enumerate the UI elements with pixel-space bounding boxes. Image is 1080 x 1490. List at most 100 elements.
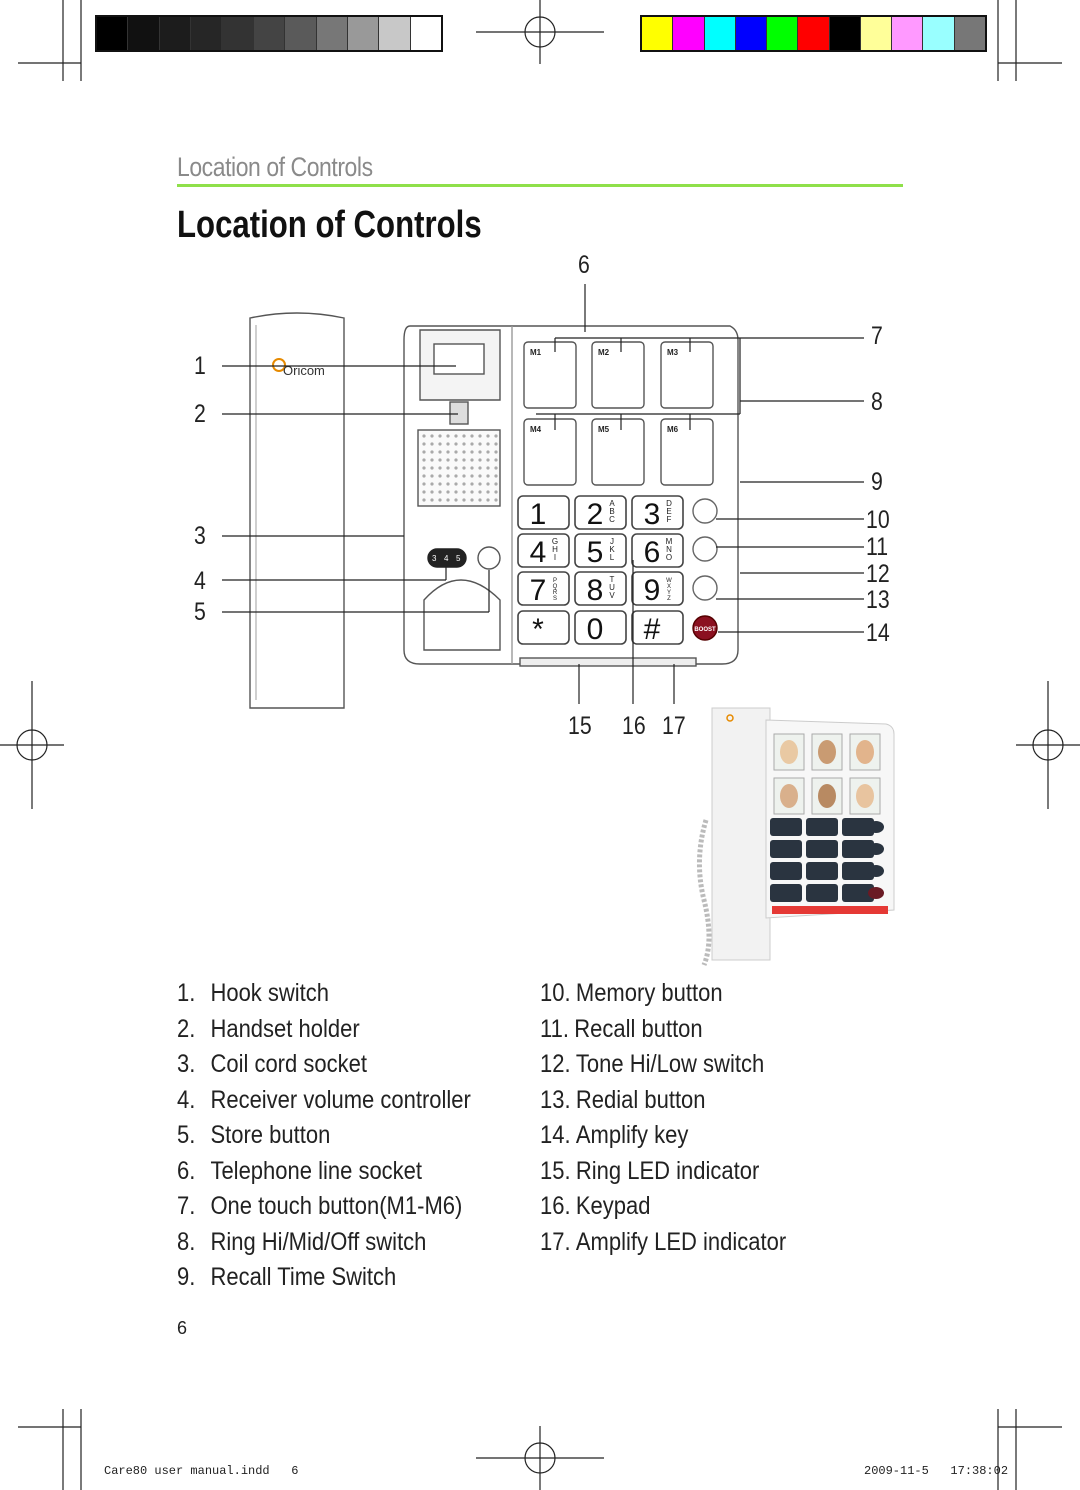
swatch bbox=[673, 17, 705, 50]
header-rule bbox=[177, 184, 903, 187]
memory-key-label: M6 bbox=[667, 425, 679, 434]
callout-7: 7 bbox=[871, 322, 883, 350]
memory-key-label: M4 bbox=[530, 425, 542, 434]
keypad-letter: C bbox=[609, 515, 615, 524]
legend-label: Recall button bbox=[574, 1014, 703, 1043]
memory-key-label: M2 bbox=[598, 348, 610, 357]
legend-label: Store button bbox=[210, 1121, 331, 1149]
keypad-letter: I bbox=[554, 553, 556, 562]
keypad-key bbox=[517, 571, 570, 606]
memory-key-m2 bbox=[591, 341, 645, 409]
keypad-key bbox=[517, 495, 570, 530]
volume-mark: 5 bbox=[456, 554, 461, 563]
legend-item: 5.Store button bbox=[177, 1118, 471, 1154]
keypad-digit: 7 bbox=[530, 574, 547, 607]
memory-key-m6 bbox=[660, 418, 714, 486]
memory-key-m4 bbox=[523, 418, 577, 486]
product-photo bbox=[697, 707, 895, 966]
keypad-letter: W bbox=[666, 578, 672, 584]
swatch bbox=[860, 17, 893, 50]
keypad-letter: S bbox=[553, 596, 557, 602]
legend-item: 9.Recall Time Switch bbox=[177, 1260, 471, 1296]
swatch bbox=[97, 17, 129, 50]
legend-item: 6.Telephone line socket bbox=[177, 1154, 471, 1190]
keypad-digit: 8 bbox=[587, 574, 604, 607]
swatch bbox=[159, 17, 192, 50]
memory-key-label: M5 bbox=[598, 425, 610, 434]
keypad-key bbox=[631, 610, 684, 645]
keypad-digit: * bbox=[532, 613, 544, 646]
page-title: Location of Controls bbox=[177, 204, 482, 246]
callout-17: 17 bbox=[662, 712, 686, 740]
keypad-key bbox=[631, 533, 684, 568]
legend-item: 3.Coil cord socket bbox=[177, 1047, 471, 1083]
callout-14: 14 bbox=[866, 619, 890, 647]
legend-item: 13.Redial button bbox=[540, 1083, 786, 1119]
legend-label: Memory button bbox=[575, 979, 723, 1007]
swatch bbox=[316, 17, 348, 50]
legend-label: Ring Hi/Mid/Off switch bbox=[210, 1227, 427, 1256]
legend-label: Tone Hi/Low switch bbox=[575, 1050, 765, 1078]
keypad-digit: 3 bbox=[644, 498, 661, 531]
legend-label: Redial button bbox=[575, 1085, 706, 1114]
handset bbox=[249, 312, 345, 709]
keypad-letter: F bbox=[667, 515, 672, 524]
legend-number: 8. bbox=[177, 1227, 196, 1256]
keypad-key bbox=[517, 533, 570, 568]
keypad-key bbox=[574, 610, 627, 645]
keypad-letter: K bbox=[609, 545, 615, 554]
legend-label: Keypad bbox=[575, 1192, 651, 1220]
keypad-letter: U bbox=[609, 583, 615, 592]
swatch bbox=[347, 17, 380, 50]
keypad-letter: T bbox=[610, 575, 615, 584]
swatch bbox=[829, 17, 861, 50]
keypad-letter: P bbox=[553, 578, 557, 584]
brand-logo: Oricom bbox=[283, 363, 325, 378]
legend-label: Recall Time Switch bbox=[210, 1263, 397, 1291]
legend-item: 16.Keypad bbox=[540, 1189, 786, 1225]
legend-label: Amplify LED indicator bbox=[575, 1227, 787, 1256]
legend-number: 7. bbox=[177, 1192, 196, 1220]
legend-item: 14.Amplify key bbox=[540, 1118, 786, 1154]
swatch bbox=[954, 17, 985, 50]
callout-2: 2 bbox=[194, 400, 206, 428]
keypad-key bbox=[574, 495, 627, 530]
keypad-letter: V bbox=[609, 591, 615, 600]
color-calibration-bar bbox=[640, 15, 987, 52]
volume-mark: 4 bbox=[444, 554, 449, 563]
legend-number: 13. bbox=[540, 1085, 571, 1114]
keypad-letter: D bbox=[666, 499, 672, 508]
keypad-letter: R bbox=[553, 590, 558, 596]
swatch bbox=[253, 17, 286, 50]
boost-label: BOOST bbox=[694, 627, 716, 633]
callout-4: 4 bbox=[194, 567, 206, 595]
legend-number: 6. bbox=[177, 1156, 196, 1185]
legend-label: Handset holder bbox=[210, 1014, 360, 1043]
legend-number: 12. bbox=[540, 1050, 571, 1078]
legend-item: 7.One touch button(M1-M6) bbox=[177, 1189, 471, 1225]
keypad-letter: J bbox=[610, 537, 614, 546]
keypad-key bbox=[631, 495, 684, 530]
callout-6: 6 bbox=[578, 251, 590, 279]
swatch bbox=[379, 17, 411, 50]
legend-number: 16. bbox=[540, 1192, 571, 1220]
callout-9: 9 bbox=[871, 468, 883, 496]
legend-label: Hook switch bbox=[210, 979, 330, 1007]
legend-item: 8. Ring Hi/Mid/Off switch bbox=[177, 1225, 471, 1261]
legend-item: 1.Hook switch bbox=[177, 976, 471, 1012]
legend-number: 14. bbox=[540, 1121, 571, 1149]
swatch bbox=[704, 17, 736, 50]
memory-key-m3 bbox=[660, 341, 714, 409]
callout-3: 3 bbox=[194, 522, 206, 550]
keypad-key bbox=[517, 610, 570, 645]
legend-number: 2. bbox=[177, 1014, 196, 1043]
swatch bbox=[222, 17, 254, 50]
callout-1: 1 bbox=[194, 352, 206, 380]
callout-15: 15 bbox=[568, 712, 592, 740]
legend-item: 17.Amplify LED indicator bbox=[540, 1225, 786, 1261]
legend-label: Receiver volume controller bbox=[210, 1085, 471, 1114]
callout-10: 10 bbox=[866, 506, 890, 534]
legend-item: 11.Recall button bbox=[540, 1012, 786, 1048]
swatch bbox=[892, 17, 924, 50]
